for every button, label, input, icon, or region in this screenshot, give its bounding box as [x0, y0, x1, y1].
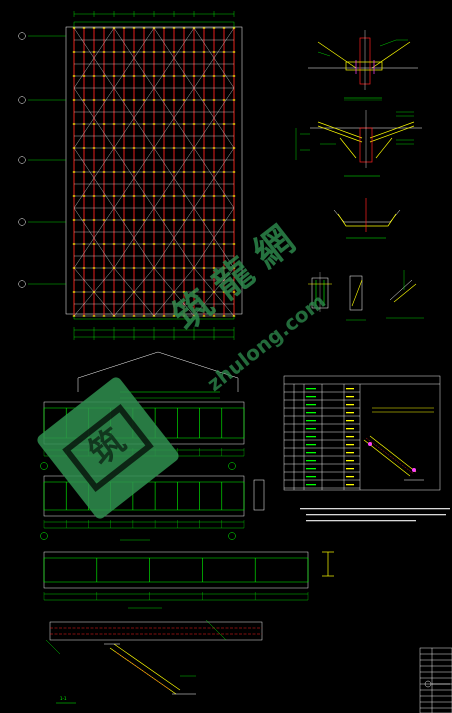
brace-member-detail: 1-1	[45, 619, 263, 704]
title-block	[419, 647, 452, 713]
axis-bubbles	[18, 32, 26, 288]
node-detail-1	[308, 30, 418, 101]
node-detail-2	[295, 110, 422, 177]
node-detail-3	[333, 198, 401, 239]
small-details	[308, 270, 424, 321]
member-elevation-3	[43, 539, 334, 609]
roof-plan	[28, 11, 243, 340]
title-block-logo-icon	[424, 680, 432, 688]
material-table	[283, 375, 441, 491]
axis-bubble-icon	[18, 280, 26, 288]
axis-bubble-icon	[18, 32, 26, 40]
axis-bubble-icon	[18, 156, 26, 164]
h-section-detail	[322, 551, 334, 577]
axis-bubble-icon	[18, 218, 26, 226]
notes-block	[300, 508, 450, 522]
axis-bubble-icon	[18, 96, 26, 104]
watermark: 筑 筑 龍 網 zhulong.com	[37, 218, 330, 519]
section-label-1-1: 1-1	[60, 696, 67, 701]
portal-frame-elevation	[77, 351, 239, 393]
